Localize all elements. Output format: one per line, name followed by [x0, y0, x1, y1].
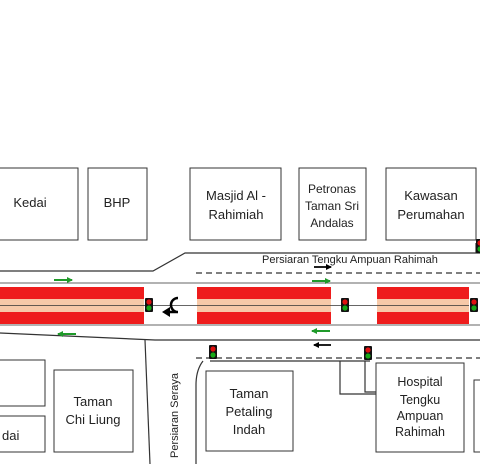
building-label-line: Petronas	[308, 182, 356, 196]
median-left	[0, 287, 144, 324]
building-label-line: Rahimiah	[209, 207, 264, 222]
building-label: BHP	[104, 195, 131, 210]
u-turn-icon	[168, 296, 179, 314]
building-label-line: Ampuan	[397, 409, 444, 423]
median-right	[377, 287, 469, 324]
building-kawasan: Kawasan Perumahan	[385, 167, 477, 241]
building-petronas: Petronas Taman Sri Andalas	[298, 167, 367, 241]
building-kedai-bottom: dai	[0, 415, 46, 453]
building-label-line: Kawasan	[404, 188, 457, 203]
building-label-line: Chi Liung	[66, 412, 121, 427]
median-middle	[197, 287, 331, 324]
traffic-light-icon	[470, 298, 478, 312]
building-label-line: Masjid Al -	[206, 188, 266, 203]
building-label: dai	[2, 428, 19, 443]
road-label-persiaran-tengku: Persiaran Tengku Ampuan Rahimah	[262, 254, 438, 266]
building-label-line: Rahimah	[395, 425, 445, 439]
traffic-light-icon	[476, 239, 480, 253]
building-label-line: Andalas	[310, 216, 353, 230]
building-masjid: Masjid Al - Rahimiah	[189, 167, 282, 241]
building-label: Kedai	[13, 195, 46, 210]
building-label-line: Indah	[233, 422, 266, 437]
building-label-line: Taman Sri	[305, 199, 359, 213]
road-label-persiaran-seraya: Persiaran Seraya	[169, 372, 181, 458]
u-turn-arrowhead	[162, 307, 170, 317]
building-kedai-top: Kedai	[0, 167, 79, 241]
building-label-line: Taman	[229, 386, 268, 401]
building-petaling: Taman Petaling Indah	[205, 370, 294, 452]
building-label-line: Taman	[73, 394, 112, 409]
building-unlabelled-left	[0, 359, 46, 407]
building-bhp: BHP	[87, 167, 148, 241]
traffic-light-icon	[145, 298, 153, 312]
building-label-line: Perumahan	[397, 207, 464, 222]
traffic-light-icon	[341, 298, 349, 312]
building-chi-liung: Taman Chi Liung	[53, 369, 134, 453]
building-edge-right	[473, 379, 480, 453]
building-hospital: Hospital Tengku Ampuan Rahimah	[375, 362, 465, 453]
building-label-line: Tengku	[400, 393, 440, 407]
building-label-line: Petaling	[226, 404, 273, 419]
traffic-light-icon	[364, 346, 372, 360]
traffic-light-icon	[209, 345, 217, 359]
building-label-line: Hospital	[397, 375, 442, 389]
